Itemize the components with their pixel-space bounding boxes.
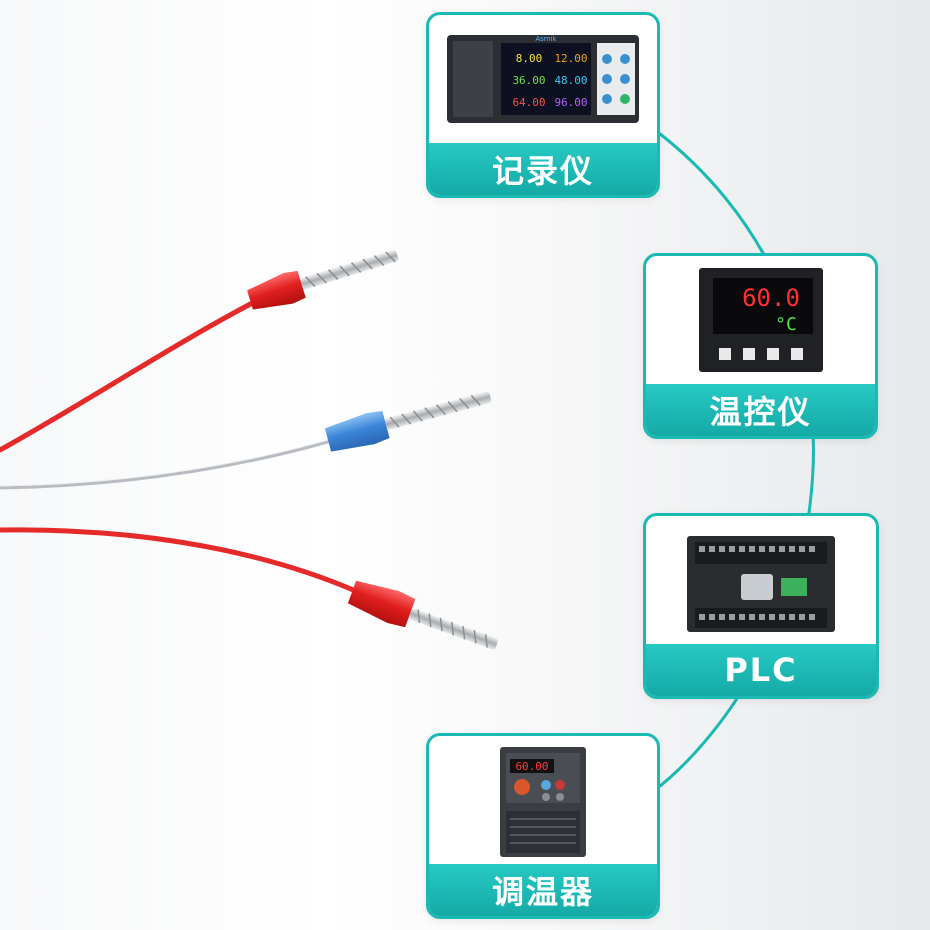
device-card-temp-controller: 60.0 °C 温控仪 — [643, 253, 878, 439]
temperature-controller-icon: 60.0 °C — [646, 256, 875, 384]
device-card-recorder: Asmik 8.00 12.00 36.00 48.00 64.00 96.00… — [426, 12, 660, 198]
svg-text:48.00: 48.00 — [554, 74, 587, 87]
frequency-inverter-icon: 60.00 — [429, 736, 657, 864]
device-label-plc: PLC — [646, 644, 876, 696]
svg-text:°C: °C — [775, 314, 797, 335]
svg-text:96.00: 96.00 — [554, 96, 587, 109]
red-wire-top — [0, 249, 399, 453]
device-label-temp-controller: 温控仪 — [646, 384, 875, 436]
svg-text:60.0: 60.0 — [742, 284, 800, 312]
plc-icon — [646, 516, 876, 644]
svg-text:60.00: 60.00 — [515, 760, 548, 773]
svg-text:Asmik: Asmik — [535, 35, 557, 43]
red-wire-bottom — [0, 527, 498, 650]
device-card-inverter: 60.00 调温器 — [426, 733, 660, 919]
svg-text:64.00: 64.00 — [512, 96, 545, 109]
device-label-inverter: 调温器 — [429, 864, 657, 916]
device-card-plc: PLC — [643, 513, 879, 699]
svg-text:12.00: 12.00 — [554, 52, 587, 65]
svg-text:36.00: 36.00 — [512, 74, 545, 87]
device-label-recorder: 记录仪 — [429, 143, 657, 195]
svg-text:8.00: 8.00 — [516, 52, 543, 65]
silver-wire-middle — [0, 391, 492, 490]
connector-arc — [654, 128, 815, 792]
paperless-recorder-icon: Asmik 8.00 12.00 36.00 48.00 64.00 96.00 — [429, 15, 657, 143]
